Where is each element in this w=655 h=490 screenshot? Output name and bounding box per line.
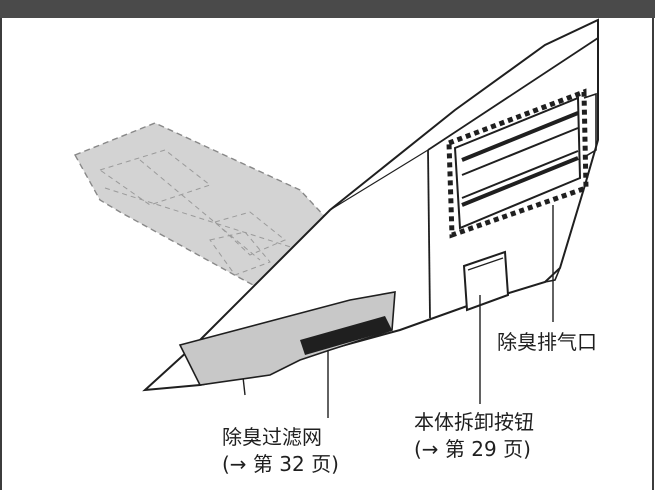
callout-deodorizing-filter: 除臭过滤网 (→ 第 32 页) [222,424,339,478]
callout-filter-name: 除臭过滤网 [222,425,322,449]
header-bar [0,0,655,18]
callout-deodorizing-exhaust: 除臭排气口 [497,329,597,356]
filter-tray [178,291,396,386]
exhaust-grille [446,88,597,239]
callout-release-name: 本体拆卸按钮 [414,410,534,434]
callout-exhaust-name: 除臭排气口 [497,330,597,354]
callout-release-ref: (→ 第 29 页) [414,437,531,461]
release-button [462,250,510,312]
callout-body-release-button: 本体拆卸按钮 (→ 第 29 页) [414,409,534,463]
diagram-frame [0,18,654,490]
callout-filter-ref: (→ 第 32 页) [222,452,339,476]
